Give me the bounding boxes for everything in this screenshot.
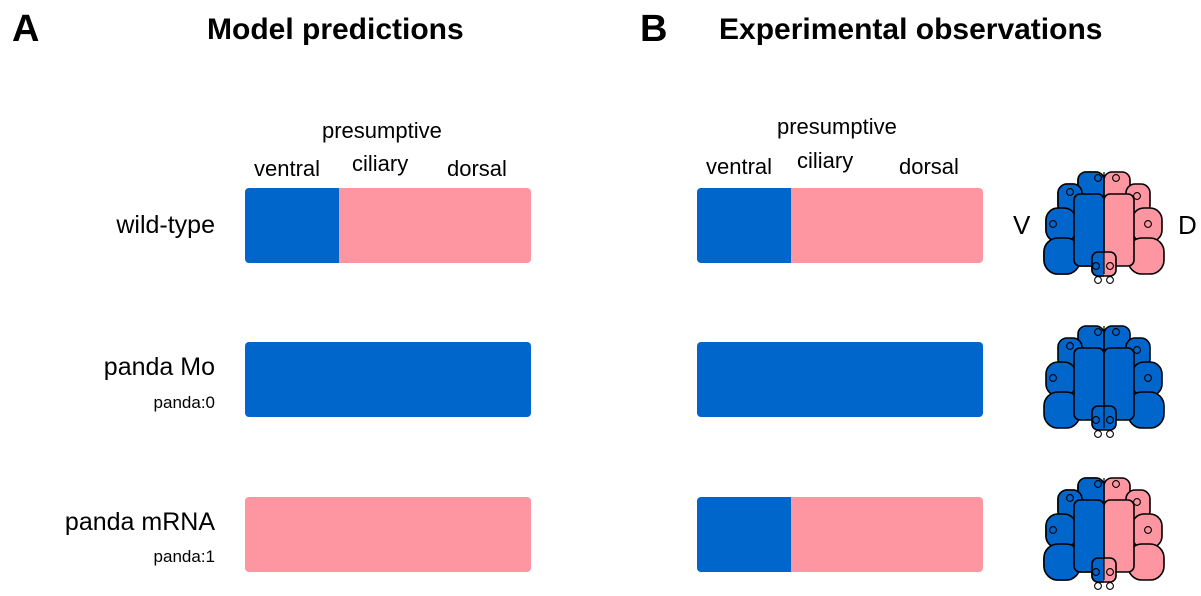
embryo-nucleus xyxy=(1094,276,1102,284)
embryo-ventral-half xyxy=(1043,477,1104,583)
model-bar-panda-mrna xyxy=(245,497,531,572)
embryo-cell xyxy=(1045,361,1077,397)
row-label-wild-type: wild-type xyxy=(116,211,215,239)
embryo-nucleus xyxy=(1112,480,1120,488)
embryo-nucleus xyxy=(1092,416,1100,424)
embryo-nucleus xyxy=(1133,192,1141,200)
observed-bar-panda-mrna xyxy=(697,497,983,572)
embryo-nucleus xyxy=(1094,174,1102,182)
observed-bar-wild-type xyxy=(697,188,983,263)
row-sublabel-panda-mo: panda:0 xyxy=(153,393,215,412)
embryo-nucleus xyxy=(1049,374,1057,382)
bar-segment-ciliary xyxy=(339,188,435,263)
embryo-nucleus xyxy=(1049,526,1057,534)
column-label-dorsal: dorsal xyxy=(447,156,507,181)
embryo-diagram-wild-type xyxy=(1043,171,1165,284)
bar-segment-ventral xyxy=(697,497,791,572)
embryo-nucleus xyxy=(1106,582,1114,590)
row-label-panda-mo: panda Mo xyxy=(103,353,215,381)
bar-segment-ciliary xyxy=(791,188,887,263)
panel-b-title: Experimental observations xyxy=(719,13,1103,46)
column-label-presumptive: presumptive xyxy=(777,114,897,139)
bar-segment-dorsal xyxy=(435,188,531,263)
column-label-ciliary: ciliary xyxy=(797,148,854,173)
embryo-cell xyxy=(1131,513,1163,549)
row-sublabel-panda-mrna: panda:1 xyxy=(153,547,215,566)
column-label-ventral: ventral xyxy=(254,156,321,181)
embryo-nucleus xyxy=(1094,582,1102,590)
embryo-diagram-panda-mrna xyxy=(1043,477,1165,590)
embryo-cell xyxy=(1073,193,1104,267)
bar-segment-dorsal xyxy=(887,342,983,417)
embryo-nucleus xyxy=(1112,328,1120,336)
column-label-dorsal: dorsal xyxy=(899,154,959,179)
embryo-nucleus xyxy=(1133,498,1141,506)
embryo-cell xyxy=(1045,207,1077,243)
bar-segment-dorsal xyxy=(435,497,531,572)
bar-segment-dorsal xyxy=(887,497,983,572)
embryo-nucleus xyxy=(1106,568,1114,576)
embryo-nucleus xyxy=(1094,430,1102,438)
embryo-nucleus xyxy=(1092,262,1100,270)
embryo-nucleus xyxy=(1049,220,1057,228)
bar-segment-ventral xyxy=(697,188,791,263)
embryo-nucleus xyxy=(1112,174,1120,182)
embryo-nucleus xyxy=(1094,480,1102,488)
row-label-panda-mrna: panda mRNA xyxy=(64,508,215,536)
embryo-nucleus xyxy=(1106,262,1114,270)
embryo-nucleus xyxy=(1094,328,1102,336)
embryo-nucleus xyxy=(1092,568,1100,576)
embryo-nucleus xyxy=(1106,416,1114,424)
panel-a-title: Model predictions xyxy=(207,13,464,46)
panel-a-letter: A xyxy=(12,8,40,50)
axis-label-dorsal: D xyxy=(1178,210,1197,240)
model-bar-panda-mo xyxy=(245,342,531,417)
embryo-nucleus xyxy=(1133,346,1141,354)
embryo-nucleus xyxy=(1144,220,1152,228)
bar-segment-dorsal xyxy=(435,342,531,417)
embryo-nucleus xyxy=(1066,342,1074,350)
embryo-nucleus xyxy=(1144,374,1152,382)
column-label-ventral: ventral xyxy=(706,154,773,179)
embryo-cell xyxy=(1045,513,1077,549)
bar-segment-ventral xyxy=(245,188,339,263)
embryo-cell xyxy=(1131,361,1163,397)
bar-segment-ciliary xyxy=(791,342,887,417)
embryo-nucleus xyxy=(1106,276,1114,284)
bar-segment-ventral xyxy=(245,342,339,417)
bar-segment-ciliary xyxy=(339,342,435,417)
column-label-presumptive: presumptive xyxy=(322,118,442,143)
bar-segment-ciliary xyxy=(791,497,887,572)
embryo-ventral-half xyxy=(1043,171,1104,277)
bar-segment-dorsal xyxy=(887,188,983,263)
embryo-cell xyxy=(1131,207,1163,243)
bar-segment-ciliary xyxy=(339,497,435,572)
bar-segment-ventral xyxy=(245,497,339,572)
embryo-nucleus xyxy=(1066,494,1074,502)
embryo-cell xyxy=(1091,557,1104,583)
embryo-nucleus xyxy=(1106,430,1114,438)
embryo-cell xyxy=(1091,251,1104,277)
embryo-diagram-panda-mo xyxy=(1043,325,1165,438)
embryo-cell xyxy=(1073,499,1104,573)
embryo-nucleus xyxy=(1144,526,1152,534)
bar-segment-ventral xyxy=(697,342,791,417)
panel-b-letter: B xyxy=(640,8,668,50)
axis-label-ventral: V xyxy=(1013,210,1031,240)
column-label-ciliary: ciliary xyxy=(352,151,409,176)
observed-bar-panda-mo xyxy=(697,342,983,417)
model-bar-wild-type xyxy=(245,188,531,263)
embryo-nucleus xyxy=(1066,188,1074,196)
